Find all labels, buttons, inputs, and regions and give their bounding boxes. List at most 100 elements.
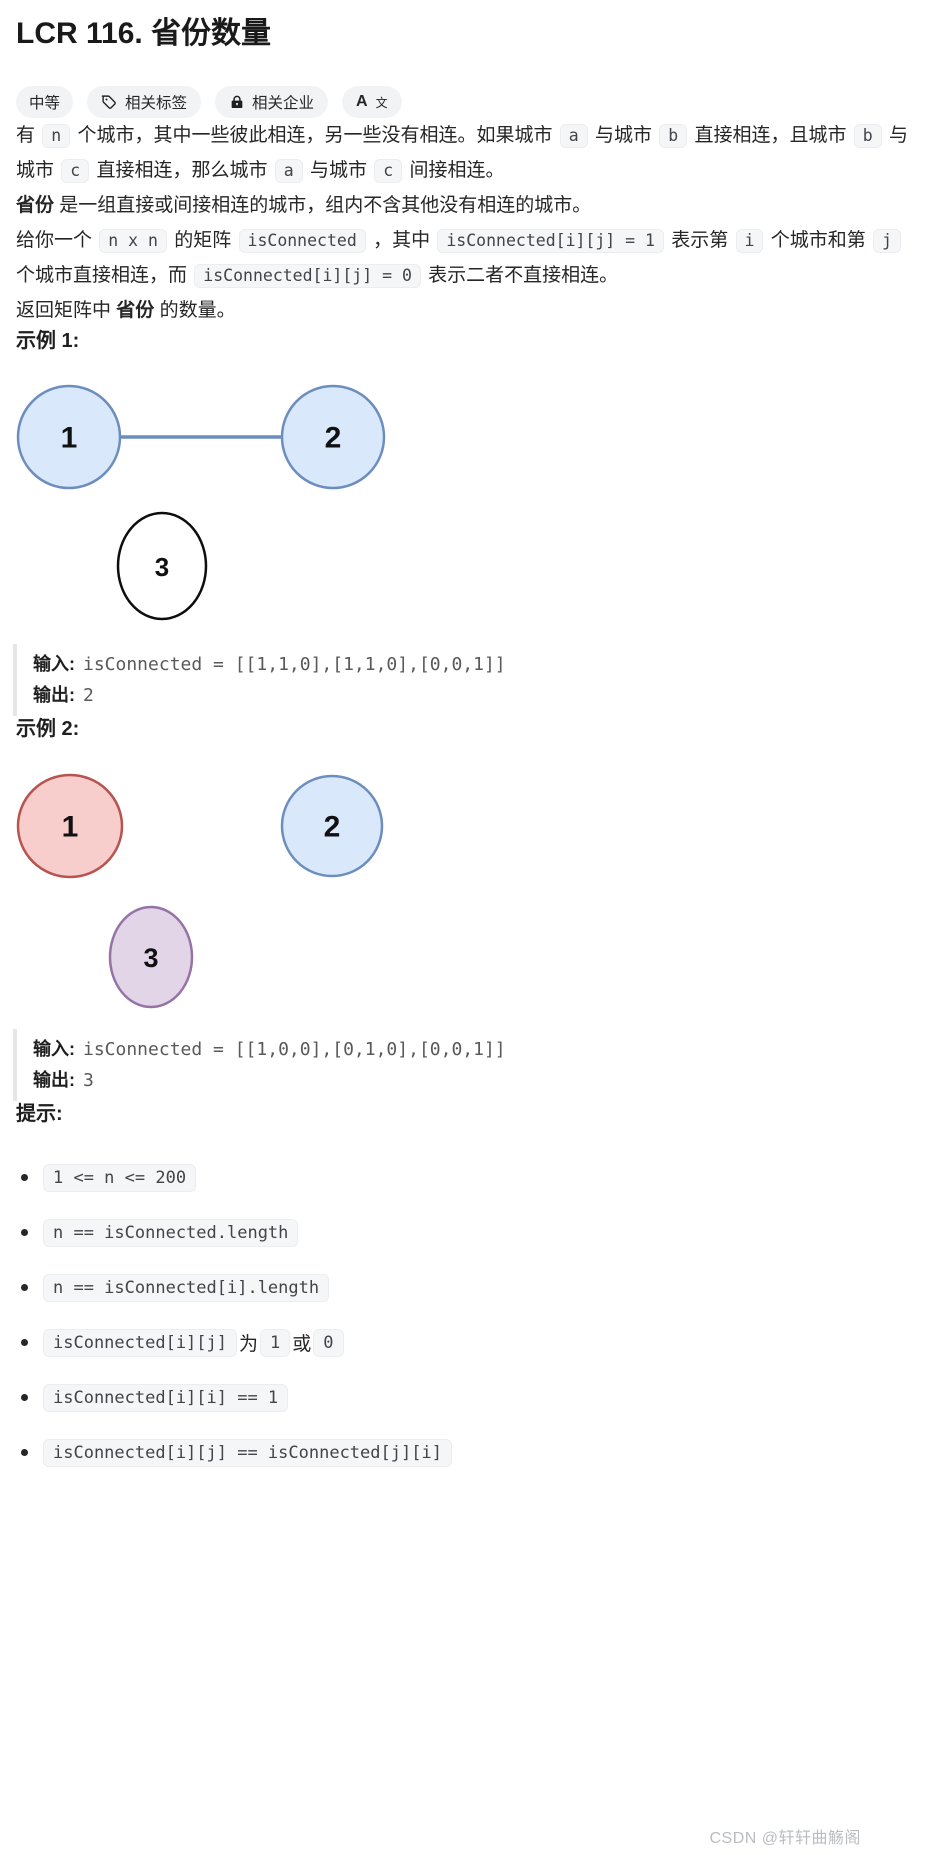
problem-name: 省份数量 xyxy=(151,17,272,50)
text-segment: 有 xyxy=(16,125,41,146)
graph-node-label: 2 xyxy=(324,811,341,844)
hints-heading: 提示: xyxy=(16,1103,63,1125)
related-companies-label: 相关企业 xyxy=(252,95,315,112)
graph-node-1 xyxy=(16,384,122,490)
page-title: LCR 116. 省份数量 xyxy=(16,14,921,54)
problem-paragraph-3: 给你一个 n x n 的矩阵 isConnected ，其中 isConnect… xyxy=(16,223,921,293)
inline-code: isConnected[i][j] == isConnected[j][i] xyxy=(43,1438,452,1467)
text-segment: 与城市 xyxy=(304,160,373,181)
output-label: 输出: xyxy=(33,685,75,705)
graph-node-label: 3 xyxy=(155,552,169,582)
inline-code: isConnected[i][j] xyxy=(43,1328,237,1357)
text-segment: 个城市，其中一些彼此相连，另一些没有相连。如果城市 xyxy=(72,125,558,146)
text-segment: 个城市直接相连，而 xyxy=(16,265,193,286)
problem-id: LCR 116. xyxy=(16,17,152,50)
graph-node-3 xyxy=(116,511,208,621)
inline-code: isConnected[i][j] = 0 xyxy=(194,264,421,288)
related-companies-button[interactable]: 相关企业 xyxy=(215,86,329,118)
text-segment: 为 xyxy=(239,1334,259,1355)
inline-code: 1 xyxy=(260,1328,291,1357)
text-segment: 返回矩阵中 xyxy=(16,300,117,321)
related-tags-label: 相关标签 xyxy=(125,95,188,112)
inline-code: isConnected[i][i] == 1 xyxy=(43,1383,289,1412)
inline-code: j xyxy=(873,229,901,253)
inline-code: b xyxy=(853,124,882,148)
difficulty-badge[interactable]: 中等 xyxy=(16,86,74,118)
output-label: 输出: xyxy=(33,1070,75,1090)
csdn-watermark: CSDN @轩轩曲觞阁 xyxy=(709,1830,861,1847)
graph-node-label: 2 xyxy=(325,422,342,455)
inline-code: 0 xyxy=(313,1328,344,1357)
graph-node-2 xyxy=(280,774,384,878)
input-label: 输入: xyxy=(33,1039,75,1059)
example2-input-line: 输入:isConnected = [[1,0,0],[0,1,0],[0,0,1… xyxy=(33,1034,921,1065)
inline-code: c xyxy=(374,159,403,183)
graph-node-label: 1 xyxy=(61,422,78,455)
constraint-item: isConnected[i][j] 为 1 或 0 xyxy=(16,1327,921,1358)
inline-code: a xyxy=(274,159,303,183)
text-segment: 个城市和第 xyxy=(765,230,872,251)
example2-io: 输入:isConnected = [[1,0,0],[0,1,0],[0,0,1… xyxy=(13,1029,921,1101)
example2-diagram: 1 2 3 xyxy=(16,773,384,1009)
inline-code: n == isConnected.length xyxy=(43,1218,299,1247)
example1-graph-image: 1 2 3 xyxy=(16,381,921,631)
text-segment: 间接相连。 xyxy=(404,160,505,181)
graph-node-1 xyxy=(16,773,124,879)
inline-code: isConnected[i][j] = 1 xyxy=(437,229,664,253)
text-segment: 是一组直接或间接相连的城市，组内不含其他没有相连的城市。 xyxy=(54,195,592,216)
example2-output-line: 输出: 3 xyxy=(33,1065,921,1096)
constraints-list: 1 <= n <= 200 n == isConnected.length n … xyxy=(16,1162,921,1468)
difficulty-label: 中等 xyxy=(29,95,61,112)
tag-icon xyxy=(101,94,118,111)
text-segment: 给你一个 xyxy=(16,230,98,251)
example1-diagram: 1 2 3 xyxy=(16,384,386,621)
graph-node-2 xyxy=(280,384,386,490)
text-segment: 的数量。 xyxy=(154,300,236,321)
example1-output-line: 输出: 2 xyxy=(33,680,921,711)
text-segment: ，其中 xyxy=(367,230,436,251)
graph-node-label: 1 xyxy=(62,811,79,844)
text-segment: 与城市 xyxy=(589,125,658,146)
inline-code: 1 <= n <= 200 xyxy=(43,1163,197,1192)
graph-node-3 xyxy=(108,905,194,1009)
text-segment: 直接相连，那么城市 xyxy=(91,160,273,181)
problem-paragraph-4: 返回矩阵中 省份 的数量。 xyxy=(16,293,921,328)
output-value: 2 xyxy=(83,685,94,706)
example1-io: 输入: isConnected = [[1,1,0],[1,1,0],[0,0,1… xyxy=(13,644,921,716)
translate-glyph: 文 xyxy=(375,95,388,110)
lock-icon xyxy=(229,94,245,110)
text-segment: 表示第 xyxy=(665,230,734,251)
inline-code: n x n xyxy=(99,229,167,253)
constraint-item: isConnected[i][i] == 1 xyxy=(16,1382,921,1413)
inline-code: c xyxy=(61,159,90,183)
example1-input-line: 输入: isConnected = [[1,1,0],[1,1,0],[0,0,1… xyxy=(33,649,921,680)
example2-graph-image: 1 2 3 xyxy=(16,771,921,1016)
related-tags-button[interactable]: 相关标签 xyxy=(87,86,202,118)
example2-heading: 示例 2: xyxy=(16,718,80,740)
text-segment: 省份 xyxy=(16,195,55,216)
inline-code: n xyxy=(42,124,71,148)
constraint-item: 1 <= n <= 200 xyxy=(16,1162,921,1193)
text-segment: 或 xyxy=(292,1334,312,1355)
inline-code: i xyxy=(735,229,764,253)
constraint-item: n == isConnected.length xyxy=(16,1217,921,1248)
text-segment: 与城市 xyxy=(16,125,908,181)
inline-code: a xyxy=(559,124,588,148)
inline-code: n == isConnected[i].length xyxy=(43,1273,330,1302)
text-segment: 的矩阵 xyxy=(168,230,237,251)
example1-heading: 示例 1: xyxy=(16,330,80,352)
constraint-item: n == isConnected[i].length xyxy=(16,1272,921,1303)
problem-paragraph-1: 有 n 个城市，其中一些彼此相连，另一些没有相连。如果城市 a 与城市 b 直接… xyxy=(16,118,921,188)
input-label: 输入: xyxy=(33,654,75,674)
font-size-icon: A xyxy=(356,93,368,110)
problem-paragraph-2: 省份 是一组直接或间接相连的城市，组内不含其他没有相连的城市。 xyxy=(16,188,921,223)
graph-node-label: 3 xyxy=(143,943,158,973)
constraint-item: isConnected[i][j] == isConnected[j][i] xyxy=(16,1437,921,1468)
output-value: 3 xyxy=(83,1070,94,1091)
text-segment: 省份 xyxy=(116,300,155,321)
input-value: isConnected = [[1,1,0],[1,1,0],[0,0,1]] xyxy=(83,654,506,675)
inline-code: b xyxy=(659,124,688,148)
text-segment: 表示二者不直接相连。 xyxy=(422,265,619,286)
